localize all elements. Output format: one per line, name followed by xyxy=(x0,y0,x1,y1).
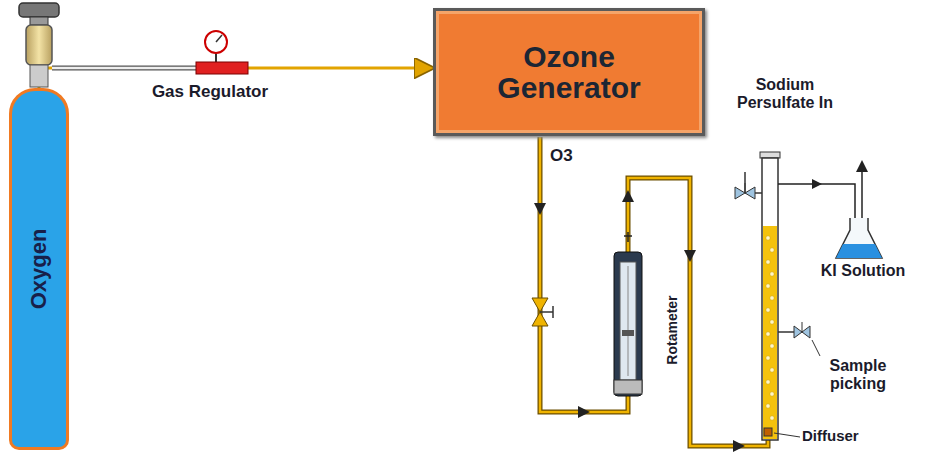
sample-label: Sample picking xyxy=(808,357,908,394)
cylinder-valve xyxy=(19,3,59,87)
supply-pipe xyxy=(52,66,196,71)
persulfate-inlet xyxy=(735,172,762,199)
node-text: Ozone Generator xyxy=(436,33,702,112)
diffuser-leader xyxy=(774,433,800,437)
rotameter-label: Rotameter xyxy=(664,275,680,385)
ozone-generator-box: Ozone Generator xyxy=(433,8,705,136)
gas-cylinder: Oxygen xyxy=(9,88,69,450)
inlet-label: Sodium Persulfate In xyxy=(730,76,840,113)
supply-pipe xyxy=(52,67,196,70)
ki-flask xyxy=(836,218,882,258)
sample-valve xyxy=(778,322,820,356)
node-text: Oxygen xyxy=(26,229,52,310)
regulator-label: Gas Regulator xyxy=(150,82,270,102)
diffuser xyxy=(764,428,772,436)
flow-arrows xyxy=(534,190,745,452)
reaction-column xyxy=(760,152,780,440)
rotameter xyxy=(614,252,642,396)
needle-valve xyxy=(532,298,553,326)
gas-regulator xyxy=(196,31,248,74)
ozone-label: O3 xyxy=(550,146,590,166)
ozone-tubing xyxy=(540,137,768,446)
diffuser-label: Diffuser xyxy=(802,427,892,444)
ki-label: KI Solution xyxy=(818,262,908,280)
